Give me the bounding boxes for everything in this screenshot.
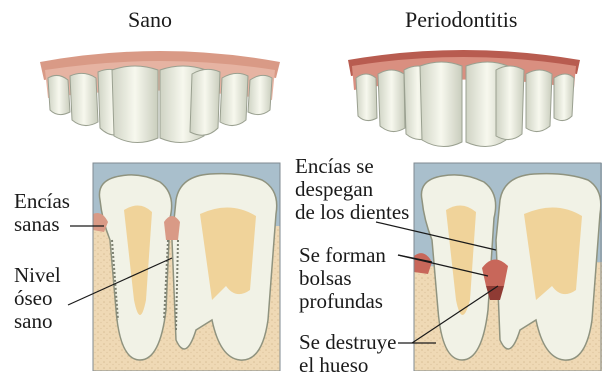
label-healthy-gums: Encías sanas (14, 190, 70, 236)
label-bone-destroyed: Se destruye el hueso (299, 331, 396, 377)
label-healthy-bone-level: Nivel óseo sano (14, 264, 61, 333)
healthy-cross-section (93, 163, 280, 371)
label-pockets-form: Se forman bolsas profundas (299, 244, 386, 313)
periodontitis-teeth-front-view (348, 50, 580, 147)
healthy-teeth-front-view (40, 51, 280, 143)
label-gums-pull-away: Encías se despegan de los dientes (295, 155, 409, 224)
periodontitis-cross-section (414, 163, 602, 371)
